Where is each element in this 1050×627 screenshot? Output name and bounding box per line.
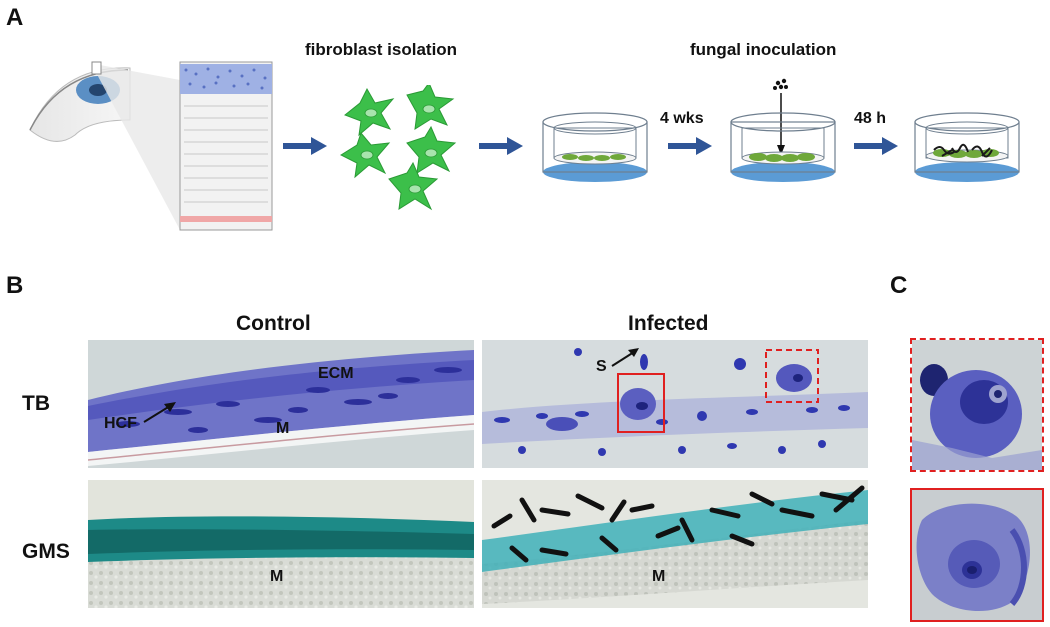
label-m-gms-infected: M — [652, 568, 666, 585]
zoom-inset-solid — [910, 488, 1044, 622]
micrograph-gms-infected — [482, 480, 868, 608]
arrow-s-icon — [611, 348, 639, 367]
label-hcf: HCF — [104, 415, 137, 432]
column-header-infected: Infected — [628, 312, 709, 335]
arrow-hcf-icon — [143, 402, 176, 423]
label-m-gms-control: M — [270, 568, 284, 585]
flow-arrow-4 — [854, 137, 898, 155]
flow-arrow-1 — [283, 137, 327, 155]
panel-letter-a: A — [6, 4, 24, 31]
zoom-inset-dashed — [910, 338, 1044, 472]
micrograph-gms-control — [88, 480, 474, 608]
fibroblast-cells-illustration — [339, 85, 457, 211]
time-label-48h: 48 h — [854, 110, 887, 127]
flow-arrow-2 — [479, 137, 523, 155]
label-s: S — [596, 358, 607, 375]
row-label-gms: GMS — [22, 540, 70, 563]
label-ecm: ECM — [318, 365, 354, 382]
step-title-fibroblast: fibroblast isolation — [305, 40, 458, 59]
culture-dish-2 — [730, 78, 836, 182]
step-title-fungal: fungal inoculation — [690, 40, 837, 59]
panel-letter-b: B — [6, 272, 24, 299]
culture-dish-1 — [542, 112, 648, 182]
row-label-tb: TB — [22, 392, 50, 415]
micrograph-tb-infected — [482, 340, 868, 468]
culture-dish-3 — [914, 112, 1020, 182]
time-label-4wks: 4 wks — [660, 110, 704, 127]
micrograph-tb-control — [88, 340, 474, 468]
eye-cornea-schematic — [29, 61, 273, 231]
panel-letter-c: C — [890, 272, 908, 299]
flow-arrow-3 — [668, 137, 712, 155]
label-m-tb-control: M — [276, 420, 290, 437]
column-header-control: Control — [236, 312, 311, 335]
